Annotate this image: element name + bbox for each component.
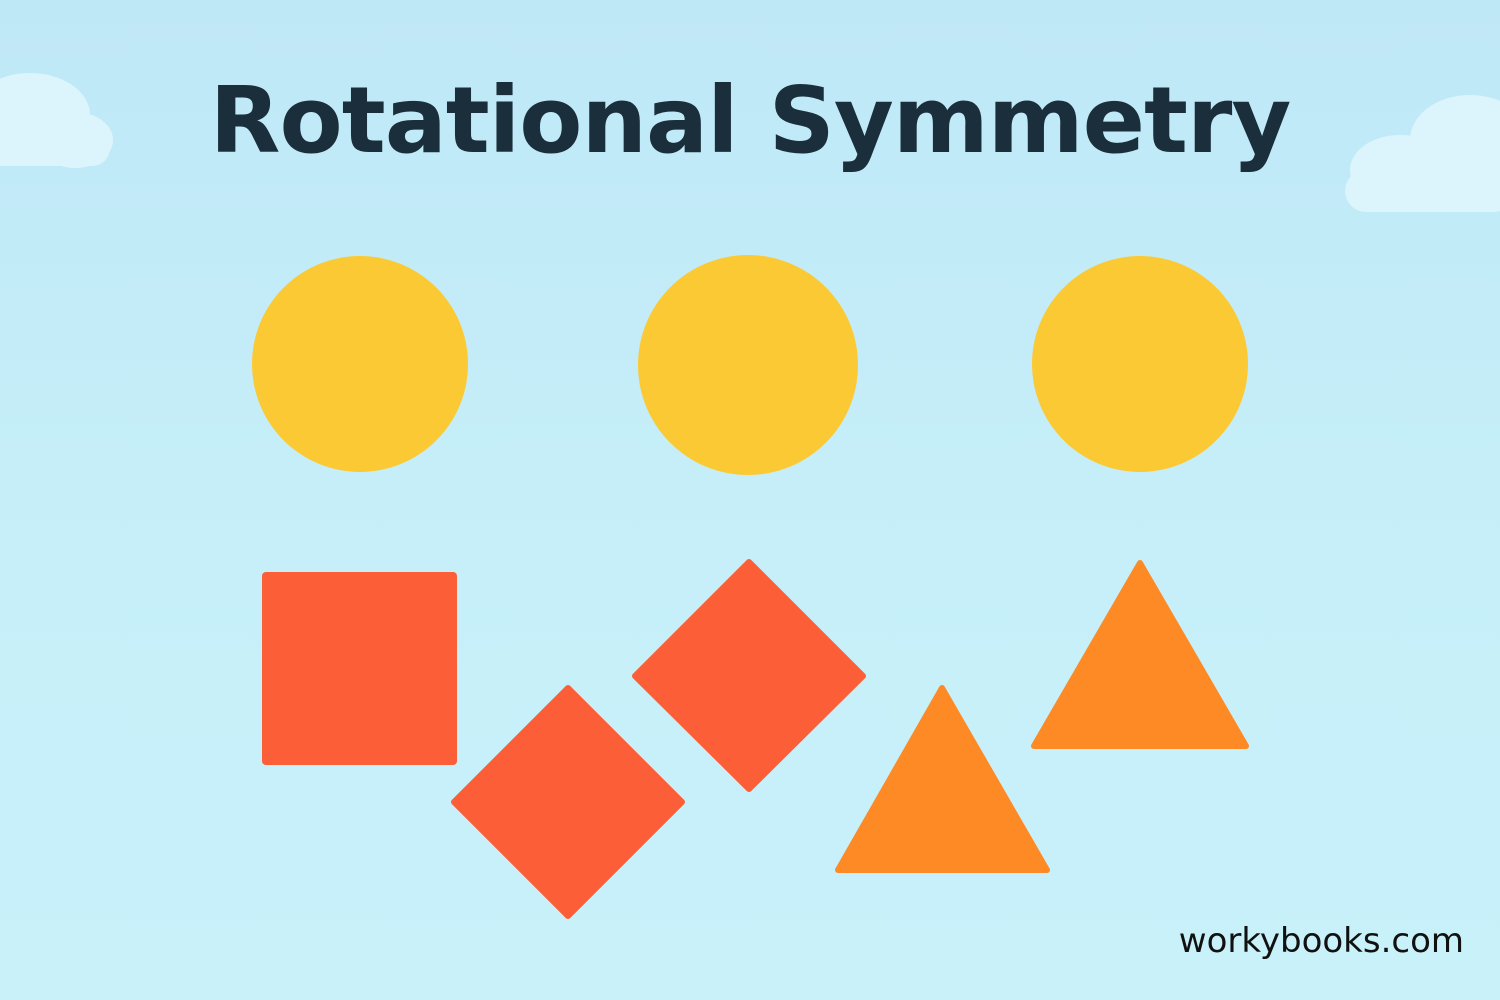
- cloud-left: [0, 73, 113, 168]
- page-title: Rotational Symmetry: [209, 67, 1292, 174]
- orange-triangle-upper: [1031, 560, 1249, 749]
- yellow-circle-right: [1032, 256, 1248, 472]
- red-square-rotated-lower: [451, 685, 685, 919]
- yellow-circle-middle: [638, 255, 858, 475]
- yellow-circle-left: [252, 256, 468, 472]
- red-square-upright: [262, 572, 457, 765]
- cloud-right: [1345, 95, 1500, 212]
- site-watermark: workybooks.com: [1178, 921, 1464, 961]
- red-square-rotated-upper: [632, 559, 866, 792]
- orange-triangle-lower: [835, 685, 1050, 873]
